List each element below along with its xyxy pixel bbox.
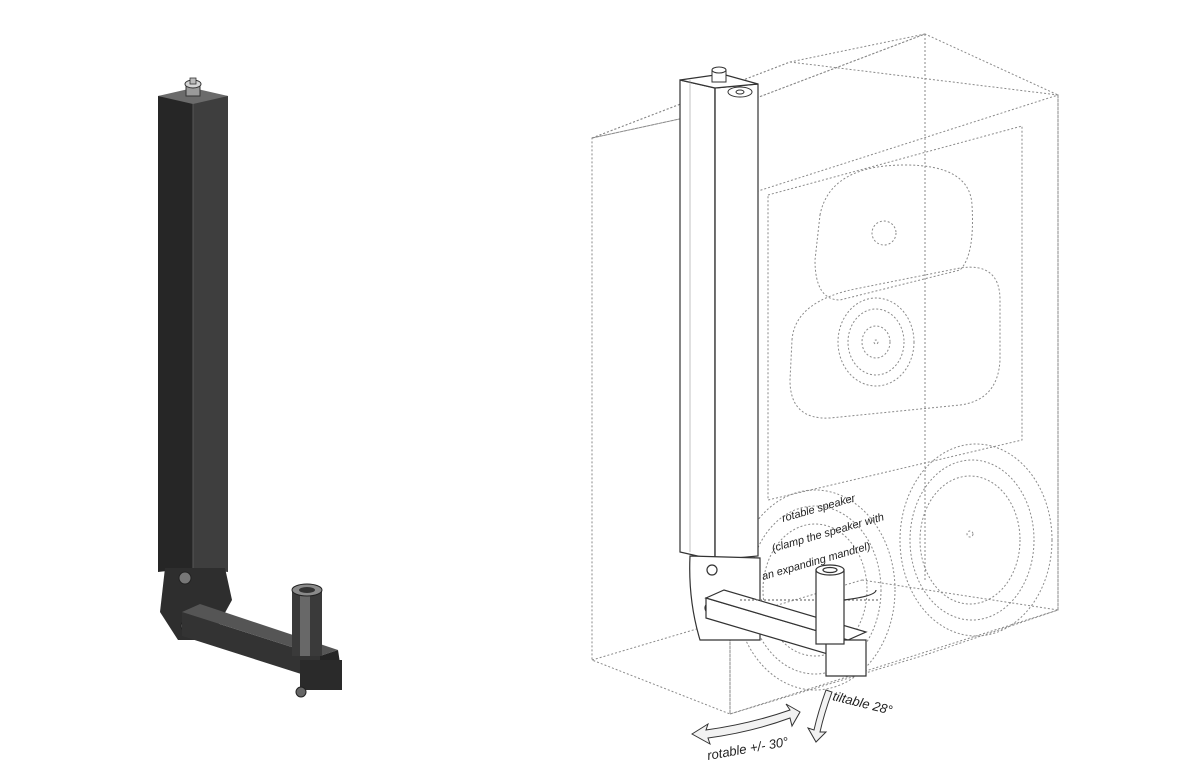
midrange-driver: [789, 266, 1001, 419]
tilt-arrow-icon: [806, 689, 833, 743]
wall-bracket-solid-view: [158, 77, 342, 698]
speaker-spigot: [291, 583, 323, 656]
woofer-driver-right: [899, 443, 1053, 637]
tweeter-horn: [814, 164, 973, 301]
annotation-rotatable-angle: rotable +/- 30°: [706, 734, 790, 763]
annotation-tiltable: tiltable 28°: [831, 688, 894, 717]
annotation-rotatable-speaker: rotable speaker: [781, 492, 858, 525]
top-bolt-icon: [184, 77, 202, 97]
bracket-column: [158, 88, 228, 572]
speaker-spigot-outline: [815, 564, 877, 645]
rotation-arrow-icon: [691, 703, 801, 746]
bracket-column-outline: [679, 73, 759, 561]
speaker-transparent-view: rotable speaker (clamp the speaker with …: [591, 33, 1059, 763]
top-bolt-outline-icon: [711, 66, 753, 98]
